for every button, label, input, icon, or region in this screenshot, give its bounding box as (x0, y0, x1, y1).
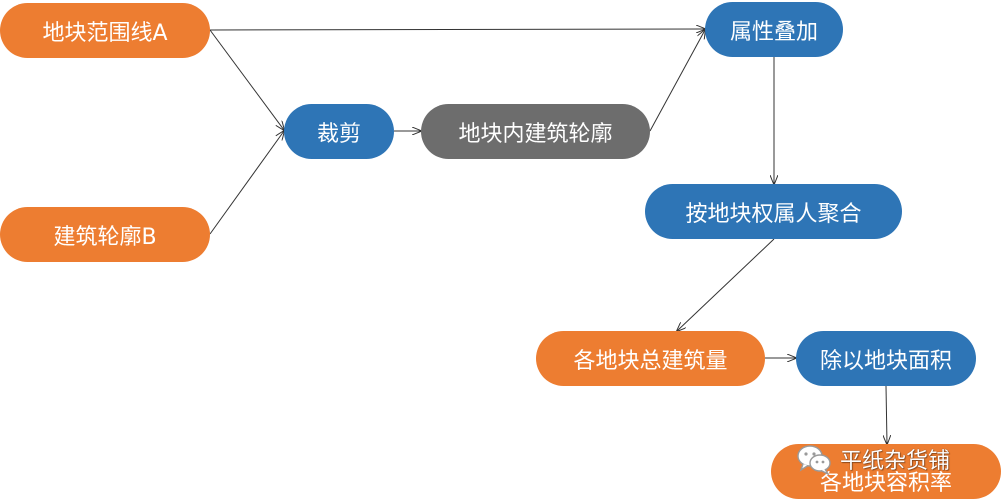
node-label: 地块内建筑轮廓 (458, 121, 613, 147)
node-clip: 裁剪 (284, 104, 394, 159)
node-divide-by-plot-area: 除以地块面积 (796, 331, 976, 386)
node-label: 属性叠加 (729, 19, 818, 45)
node-buildings-in-plot: 地块内建筑轮廓 (421, 104, 650, 159)
node-label: 按地块权属人聚合 (685, 201, 862, 227)
wechat-icon (797, 445, 831, 475)
node-aggregate-by-owner: 按地块权属人聚合 (645, 184, 902, 239)
node-building-outline-b: 建筑轮廓B (0, 207, 210, 262)
edge-plot-boundary-to-overlay (209, 29, 705, 30)
watermark-text: 平纸杂货铺 (840, 449, 951, 474)
edge-divide-to-far (886, 385, 887, 444)
edge-buildings-in-plot-to-overlay (649, 30, 705, 132)
node-attribute-overlay: 属性叠加 (705, 2, 843, 57)
node-label: 建筑轮廓B (53, 224, 157, 250)
node-total-floor-area: 各地块总建筑量 (536, 331, 765, 386)
node-label: 地块范围线A (42, 20, 168, 46)
edge-building-outline-to-clip (209, 131, 284, 235)
watermark: 平纸杂货铺 (796, 442, 950, 476)
node-label: 裁剪 (316, 121, 361, 147)
edge-plot-boundary-to-clip (209, 29, 284, 130)
node-label: 除以地块面积 (819, 348, 952, 374)
node-plot-boundary-a: 地块范围线A (0, 3, 210, 58)
node-label: 各地块总建筑量 (573, 348, 728, 374)
edge-aggregate-to-total (677, 238, 775, 331)
